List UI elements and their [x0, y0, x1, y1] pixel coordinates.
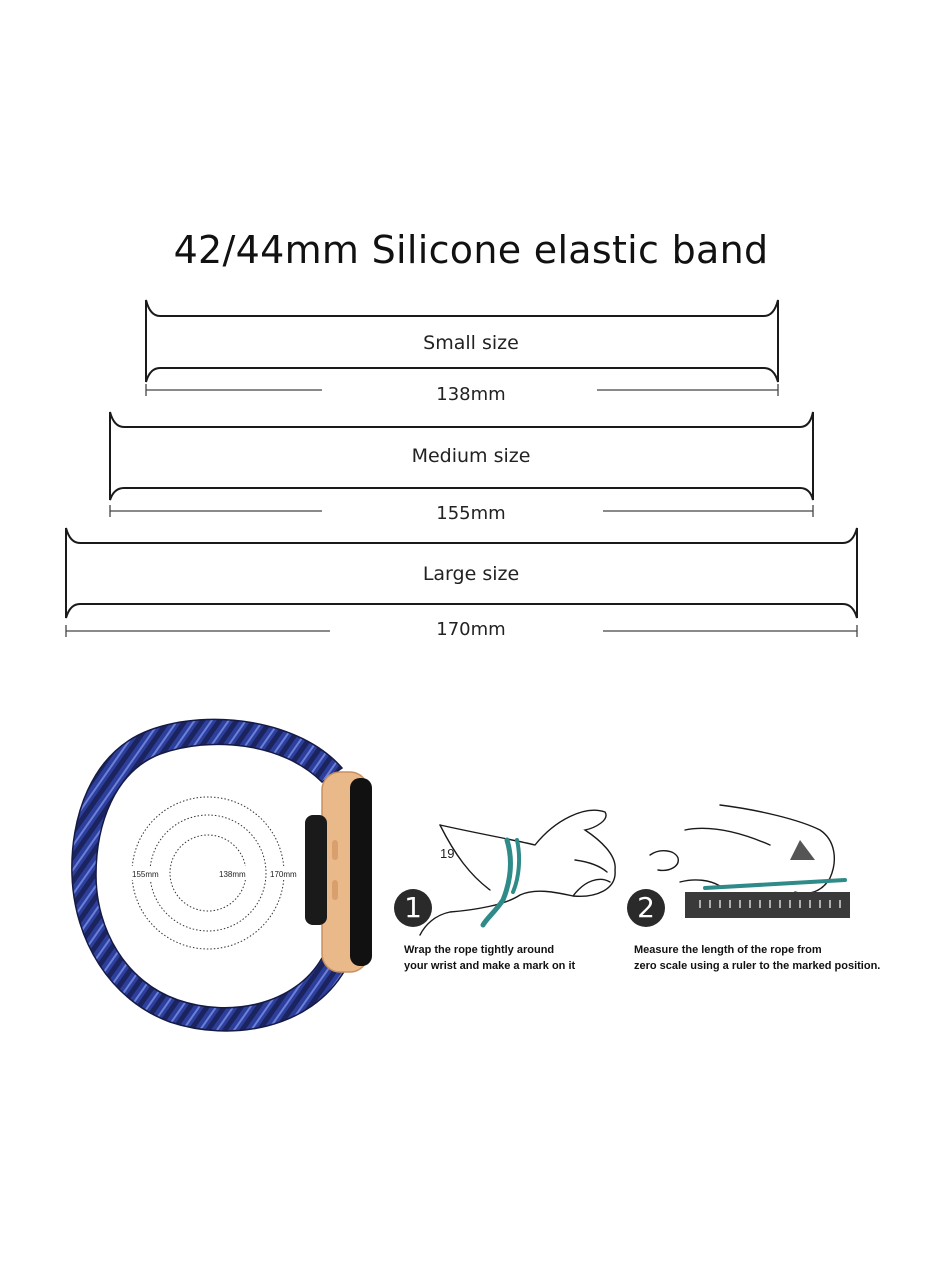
- step1-line1: Wrap the rope tightly around: [404, 944, 555, 956]
- circle-label-155mm: 155mm: [132, 870, 159, 879]
- step1-line2: your wrist and make a mark on it: [404, 960, 576, 972]
- ruler: [685, 892, 850, 918]
- hand-outline: [419, 809, 616, 936]
- step2-instruction: Measure the length of the rope from zero…: [634, 942, 880, 974]
- step2-badge: 2: [627, 889, 665, 927]
- braided-band: [71, 718, 347, 1032]
- small-size-label: Small size: [423, 332, 519, 354]
- step1-badge: 1: [394, 889, 432, 927]
- medium-band-outline: [109, 411, 814, 501]
- large-band-outline: [65, 527, 858, 619]
- medium-size-length: 155mm: [436, 503, 506, 524]
- watch-button: [332, 840, 338, 860]
- step2-line1: Measure the length of the rope from: [634, 944, 822, 956]
- measuring-hand-outline: [719, 804, 836, 895]
- step1-instruction: Wrap the rope tightly around your wrist …: [404, 942, 575, 974]
- page-title: 42/44mm Silicone elastic band: [173, 228, 769, 272]
- band-size-diagram: [65, 299, 858, 637]
- small-size-length: 138mm: [436, 384, 506, 405]
- rope: [480, 837, 513, 928]
- watch-illustration: 155mm 138mm 170mm: [71, 718, 372, 1032]
- step2-illustration: [649, 804, 850, 918]
- circle-label-170mm: 170mm: [270, 870, 297, 879]
- medium-size-label: Medium size: [411, 445, 531, 467]
- step2-line2: zero scale using a ruler to the marked p…: [634, 960, 881, 972]
- large-size-label: Large size: [422, 563, 520, 585]
- watch-screen: [350, 778, 372, 966]
- measured-rope: [703, 878, 847, 890]
- circle-label-138mm: 138mm: [219, 870, 246, 879]
- large-size-length: 170mm: [436, 619, 506, 640]
- wrist-mark-number: 19: [440, 846, 454, 861]
- step1-illustration: 19: [419, 809, 616, 936]
- circle-155mm: [149, 814, 267, 932]
- small-band-outline: [145, 299, 779, 383]
